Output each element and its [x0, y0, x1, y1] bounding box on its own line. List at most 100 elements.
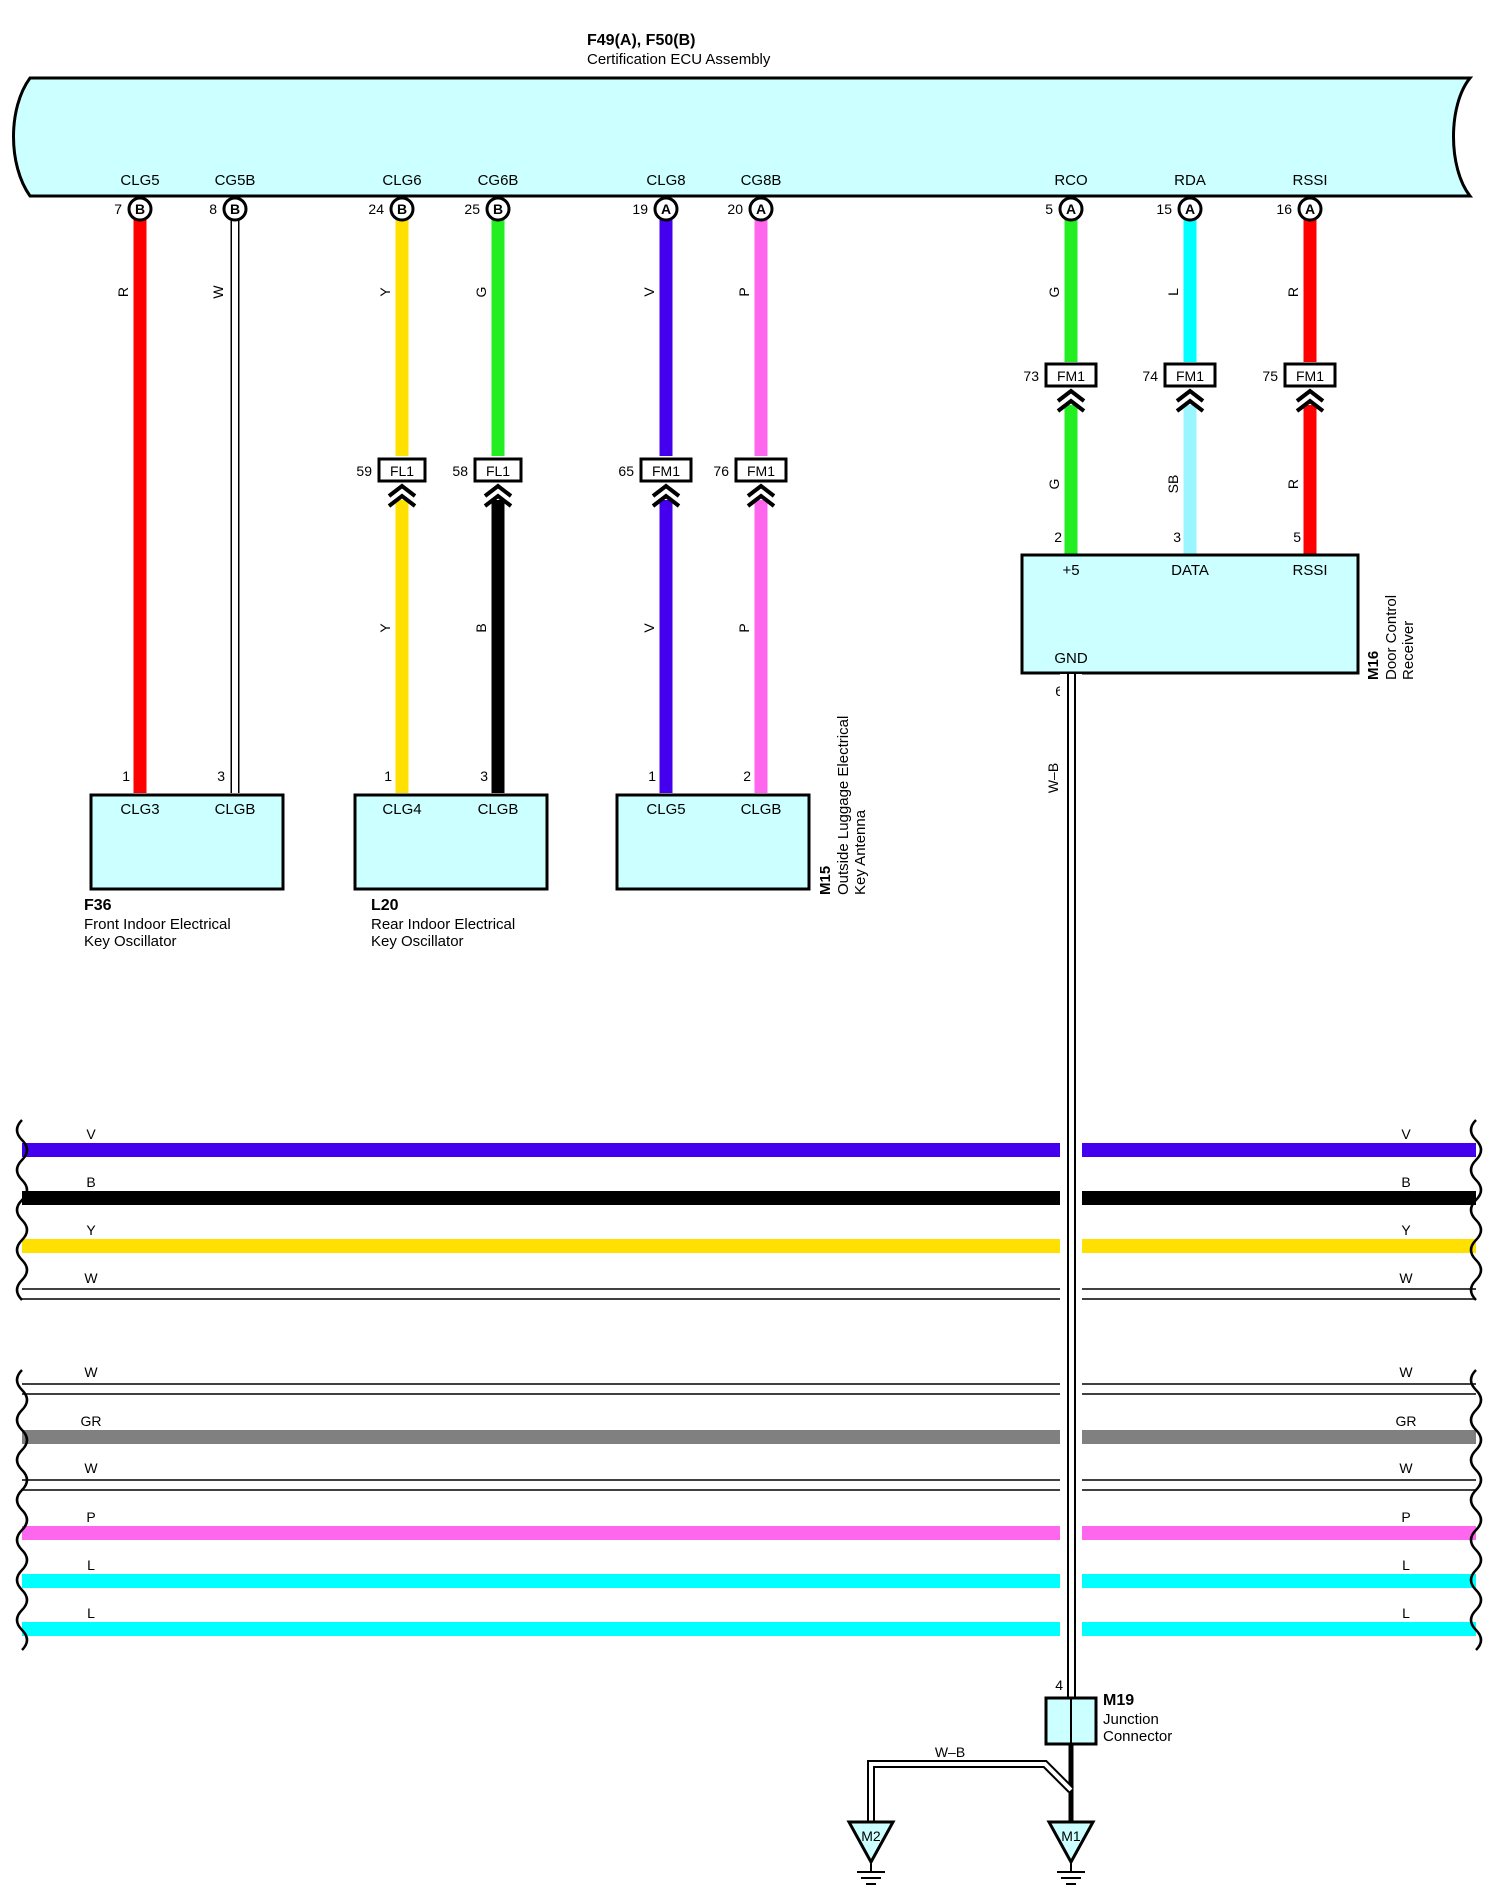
- ecu-pin-conn: A: [1305, 201, 1315, 217]
- svg-text:58: 58: [452, 463, 468, 479]
- svg-text:Rear Indoor Electrical: Rear Indoor Electrical: [371, 916, 515, 933]
- wire-labels-lower: Y B V P G SB R: [377, 475, 1301, 633]
- ecu-pin-conn: B: [230, 201, 240, 217]
- ecu-pin-conn: A: [661, 201, 671, 217]
- component-m19: 4 M19 Junction Connector: [1044, 1677, 1172, 1746]
- svg-text:Key Antenna: Key Antenna: [852, 809, 869, 895]
- svg-text:M2: M2: [861, 1828, 881, 1844]
- upper-wires: [133, 220, 1317, 793]
- ecu-pin-conn: A: [1185, 201, 1195, 217]
- component-f36: CLG3 CLGB 1 3 F36 Front Indoor Electrica…: [84, 768, 285, 950]
- svg-text:FM1: FM1: [1057, 368, 1085, 384]
- bus-group-2: W GR W P L L W GR W P L L: [15, 1364, 1483, 1651]
- ground-branch-label: W–B: [935, 1744, 965, 1760]
- svg-text:+5: +5: [1062, 562, 1079, 579]
- svg-text:73: 73: [1023, 368, 1039, 384]
- svg-text:V: V: [86, 1126, 96, 1142]
- ecu-pin-num: 5: [1045, 201, 1053, 217]
- wire-label: P: [736, 623, 752, 632]
- svg-text:DATA: DATA: [1171, 562, 1209, 579]
- svg-text:2: 2: [743, 768, 751, 784]
- wire-label: P: [736, 287, 752, 296]
- svg-text:1: 1: [648, 768, 656, 784]
- ecu-pin-num: 8: [209, 201, 217, 217]
- ecu-part: F49(A), F50(B): [587, 32, 695, 49]
- svg-text:Receiver: Receiver: [1400, 621, 1417, 680]
- svg-text:CLGB: CLGB: [478, 801, 519, 818]
- svg-text:FM1: FM1: [652, 463, 680, 479]
- svg-text:Key Oscillator: Key Oscillator: [371, 933, 464, 950]
- svg-text:B: B: [1401, 1174, 1410, 1190]
- svg-text:W: W: [1399, 1460, 1413, 1476]
- ecu-pin-names: CLG5 CG5B CLG6 CG6B CLG8 CG8B RCO RDA RS…: [120, 172, 1327, 189]
- svg-text:Connector: Connector: [1103, 1728, 1172, 1745]
- inline-connector: FM1 65: [618, 457, 693, 508]
- svg-text:W: W: [1399, 1364, 1413, 1380]
- svg-text:RSSI: RSSI: [1292, 562, 1327, 579]
- ecu-pin-num: 24: [368, 201, 384, 217]
- ecu-pin-conn: A: [1066, 201, 1076, 217]
- ecu-pin-conn: B: [493, 201, 503, 217]
- inline-connector: FL1 58: [452, 457, 523, 508]
- svg-text:FL1: FL1: [486, 463, 510, 479]
- svg-text:L: L: [87, 1557, 95, 1573]
- wire-labels-upper: R W Y G V P G L R: [115, 285, 1301, 299]
- wire-label: R: [1285, 287, 1301, 297]
- svg-text:76: 76: [713, 463, 729, 479]
- wire-label: G: [1046, 479, 1062, 490]
- svg-text:1: 1: [384, 768, 392, 784]
- svg-text:L: L: [1402, 1605, 1410, 1621]
- wire-label: B: [473, 623, 489, 632]
- ecu-pin-num: 19: [632, 201, 648, 217]
- inline-connector: FM1 73: [1023, 362, 1098, 413]
- svg-text:L: L: [87, 1605, 95, 1621]
- svg-text:59: 59: [356, 463, 372, 479]
- wire-label: W: [210, 285, 226, 299]
- svg-text:CLG3: CLG3: [120, 801, 159, 818]
- wire-label: Y: [377, 287, 393, 297]
- ecu-pin-name: CG5B: [215, 172, 256, 189]
- svg-text:Outside Luggage Electrical: Outside Luggage Electrical: [835, 716, 852, 895]
- svg-text:5: 5: [1293, 529, 1301, 545]
- svg-text:Junction: Junction: [1103, 1711, 1159, 1728]
- svg-text:W: W: [84, 1364, 98, 1380]
- inline-connector: FL1 59: [356, 457, 427, 508]
- svg-text:F36: F36: [84, 897, 112, 914]
- svg-text:CLG4: CLG4: [382, 801, 421, 818]
- svg-text:CLGB: CLGB: [741, 801, 782, 818]
- ecu-box: [12, 76, 1474, 198]
- ecu-pin-circles: B 7 B 8 B 24 B 25 A 19 A 20 A 5 A 15 A 1…: [114, 196, 1323, 222]
- svg-text:4: 4: [1055, 1677, 1063, 1693]
- svg-text:74: 74: [1142, 368, 1158, 384]
- component-m16: +5 DATA RSSI GND 2 3 5 6 M16 Door Contro…: [1020, 529, 1417, 699]
- ground-m2-icon: M2: [846, 1820, 896, 1885]
- svg-text:M16: M16: [1365, 651, 1382, 680]
- svg-text:GR: GR: [81, 1413, 102, 1429]
- svg-text:Door Control: Door Control: [1383, 595, 1400, 680]
- ecu-pin-name: RCO: [1054, 172, 1087, 189]
- svg-text:L: L: [1402, 1557, 1410, 1573]
- ecu-pin-name: CLG5: [120, 172, 159, 189]
- svg-text:P: P: [1401, 1509, 1410, 1525]
- wire-label: Y: [377, 623, 393, 633]
- svg-text:GND: GND: [1054, 650, 1088, 667]
- ecu-pin-num: 7: [114, 201, 122, 217]
- svg-text:W: W: [1399, 1270, 1413, 1286]
- svg-text:Key Oscillator: Key Oscillator: [84, 933, 177, 950]
- inline-connector: FM1 75: [1262, 362, 1337, 413]
- svg-text:CLGB: CLGB: [215, 801, 256, 818]
- ground-m1-icon: M1: [1046, 1820, 1096, 1885]
- bus-group-1: V B Y W V B Y W: [15, 1119, 1483, 1301]
- wire-label: SB: [1165, 475, 1181, 494]
- svg-text:B: B: [86, 1174, 95, 1190]
- ecu-pin-name: RDA: [1174, 172, 1206, 189]
- svg-text:2: 2: [1054, 529, 1062, 545]
- wire-label: L: [1165, 288, 1181, 296]
- svg-text:65: 65: [618, 463, 634, 479]
- ground-wire-label: W–B: [1045, 763, 1061, 793]
- svg-text:75: 75: [1262, 368, 1278, 384]
- svg-text:3: 3: [480, 768, 488, 784]
- svg-text:FM1: FM1: [1296, 368, 1324, 384]
- svg-text:CLG5: CLG5: [646, 801, 685, 818]
